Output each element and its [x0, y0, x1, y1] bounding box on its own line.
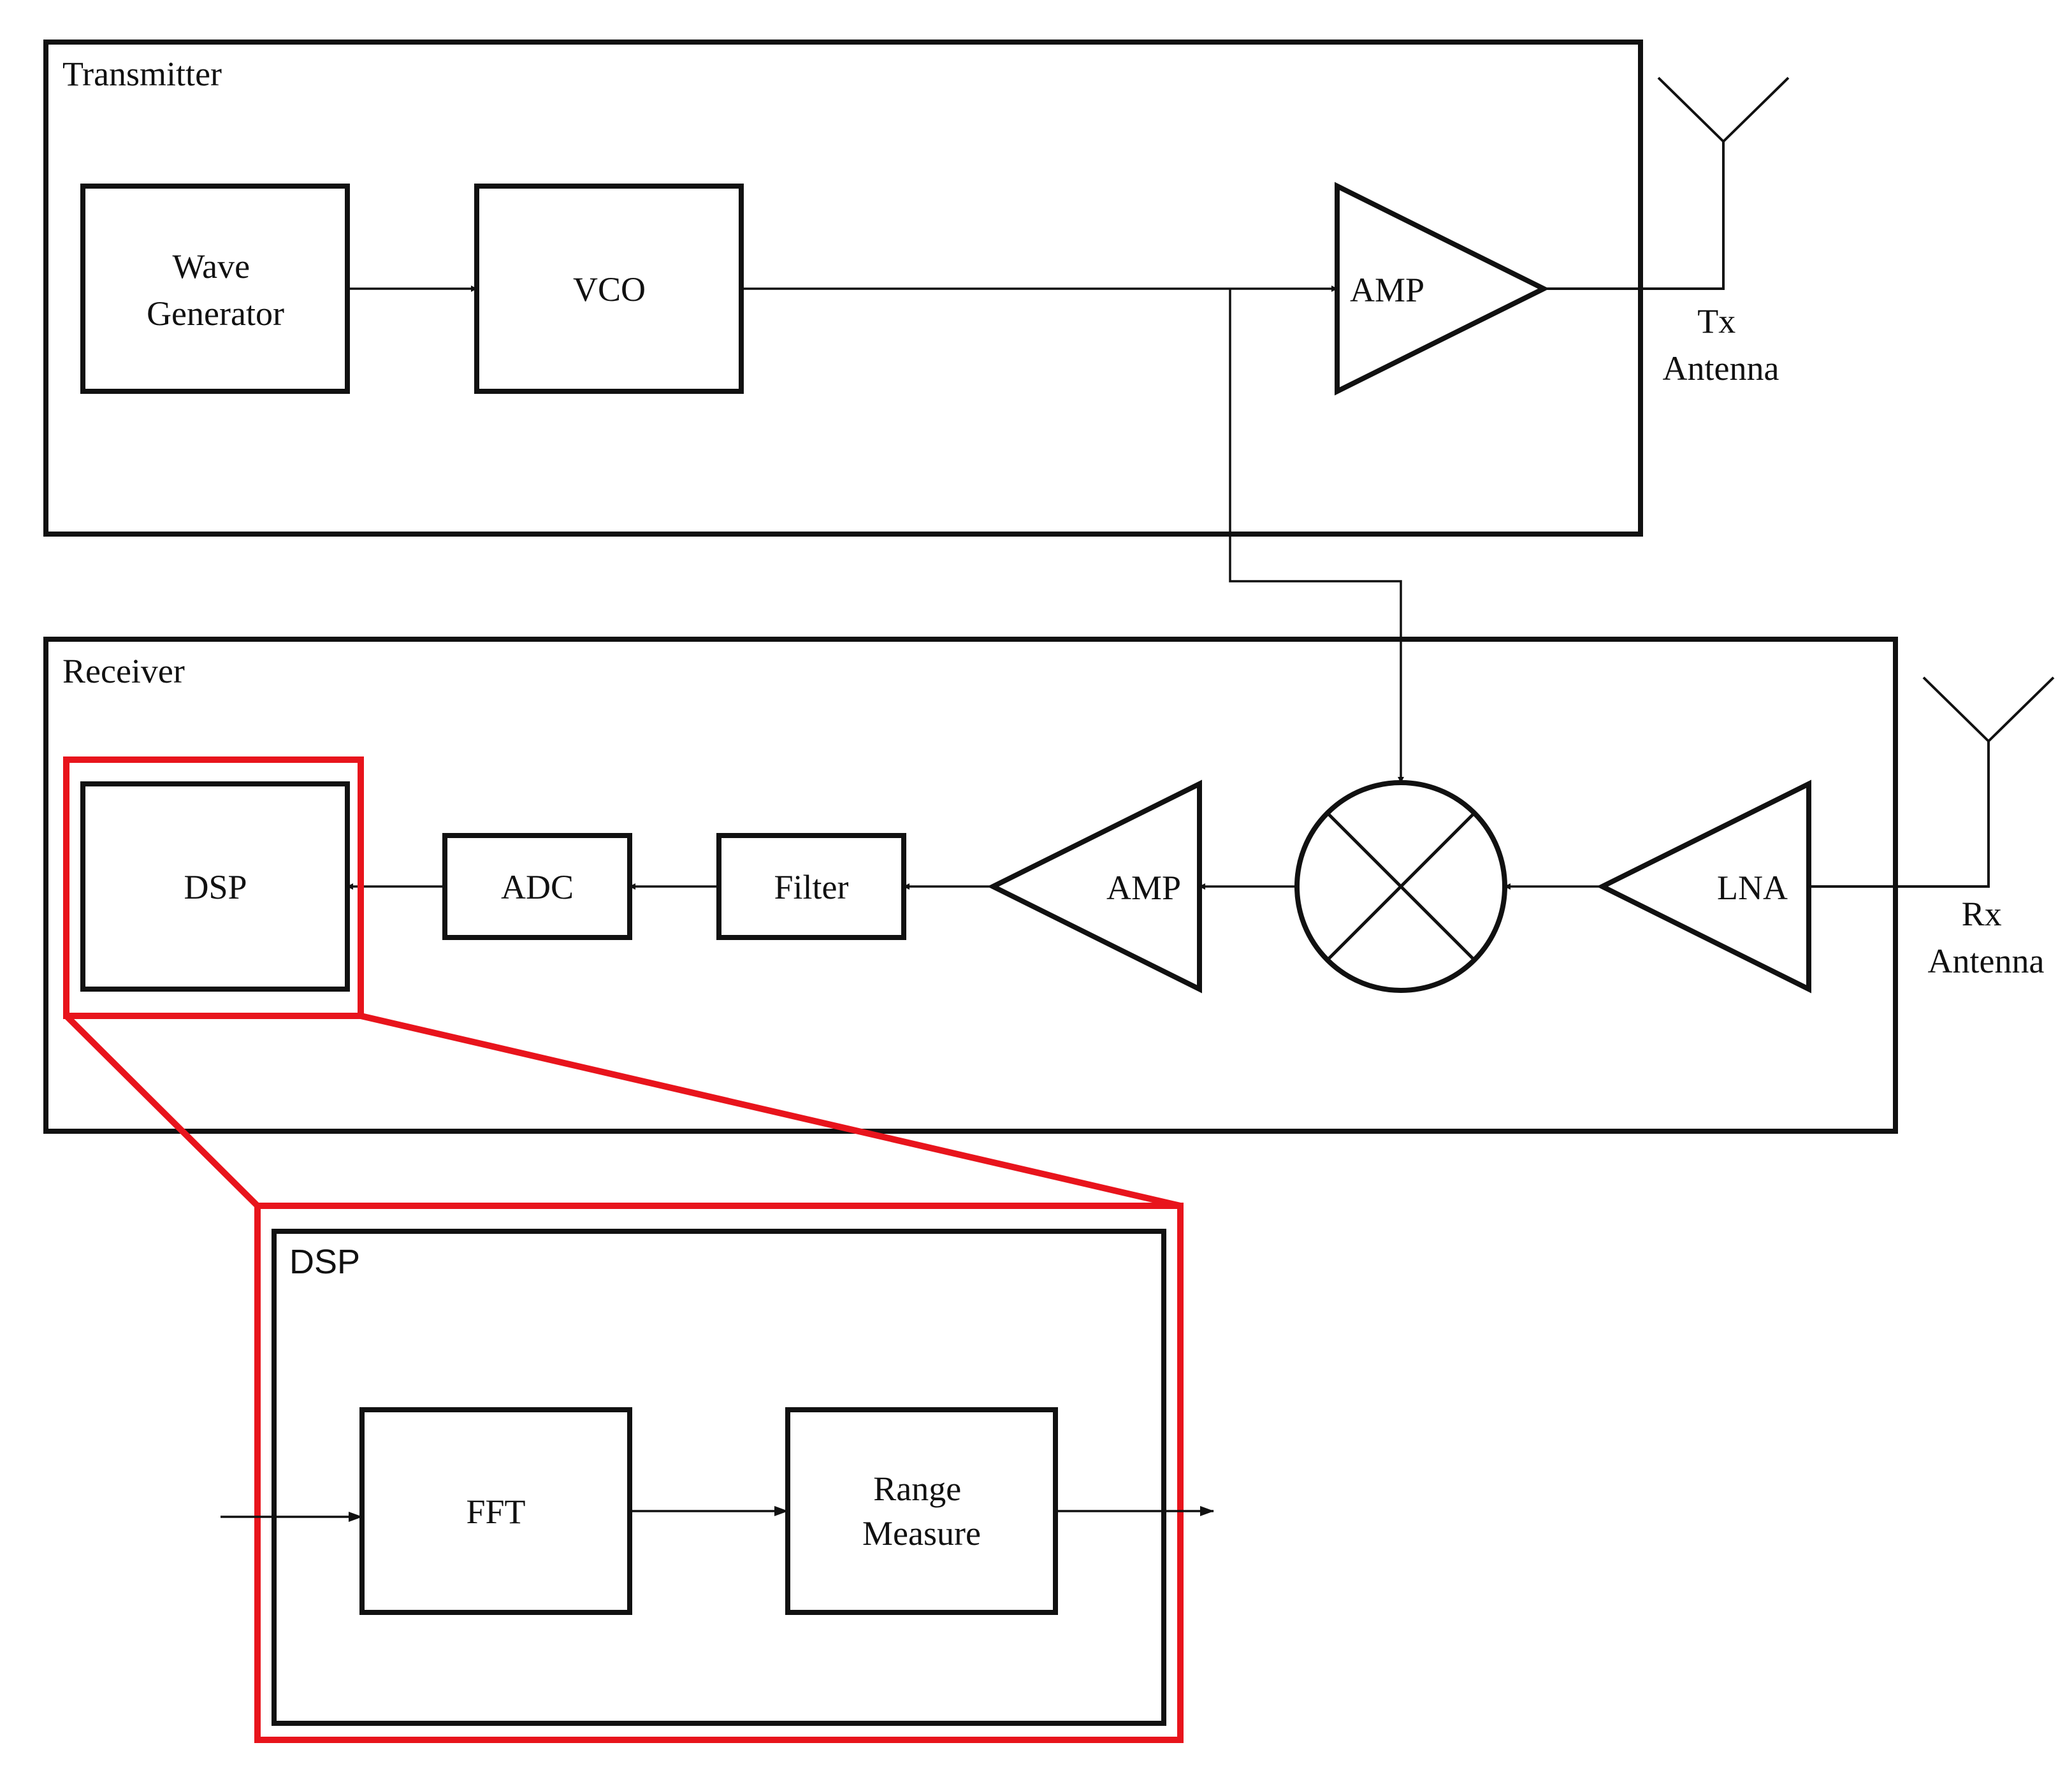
fft-label: FFT [466, 1493, 525, 1531]
transmitter-section: Transmitter Wave Generator VCO AMP Tx An… [43, 40, 1790, 537]
zoom-line-left [64, 1013, 260, 1208]
wave-generator-block [80, 184, 350, 394]
tx-antenna-label: Tx Antenna [1663, 302, 1779, 387]
wave-generator-line-1: Wave [172, 247, 250, 286]
range-measure-line-1: Range [873, 1470, 961, 1508]
receiver-section: Receiver DSP ADC Filter AMP LNA Rx Anten… [43, 637, 2055, 1134]
tx-antenna-line-2: Antenna [1663, 349, 1779, 387]
mixer-icon [1294, 780, 1507, 993]
tx-amp-label: AMP [1350, 271, 1424, 309]
vco-block [474, 184, 744, 394]
rx-amp-label: AMP [1106, 869, 1181, 907]
dsp-label: DSP [184, 868, 247, 906]
dsp-detail-highlight-box [254, 1203, 1184, 1743]
range-measure-line-2: Measure [862, 1514, 981, 1552]
filter-label: Filter [774, 868, 849, 906]
dsp-highlight-box [63, 756, 364, 1019]
amp-to-tx-antenna-wire [1544, 141, 1725, 290]
wave-generator-line-2: Generator [147, 294, 284, 333]
tx-antenna-line-1: Tx [1697, 302, 1735, 340]
range-measure-block [785, 1407, 1058, 1615]
dsp-detail-section: DSP FFT Range Measure [221, 1229, 1214, 1726]
rx-antenna-label: Rx Antenna [1928, 895, 2045, 980]
rx-antenna-to-lna-wire [1809, 741, 1990, 888]
rx-antenna-line-1: Rx [1962, 895, 2002, 933]
tx-antenna-icon [1657, 76, 1790, 143]
vco-label: VCO [573, 270, 646, 308]
wave-generator-label: Wave Generator [147, 247, 284, 333]
zoom-line-right [359, 1013, 1182, 1209]
rx-antenna-icon [1922, 676, 2055, 743]
adc-block [442, 833, 632, 940]
dsp-detail-title: DSP [289, 1243, 360, 1281]
adc-label: ADC [501, 868, 574, 906]
lna-label: LNA [1717, 869, 1788, 907]
receiver-title: Receiver [62, 652, 185, 690]
lo-to-mixer-wire [1229, 289, 1404, 783]
transmitter-title: Transmitter [62, 55, 222, 93]
range-measure-label: Range Measure [862, 1470, 981, 1552]
dsp-zoom-highlight [63, 756, 1184, 1743]
rx-antenna-line-2: Antenna [1928, 942, 2045, 980]
